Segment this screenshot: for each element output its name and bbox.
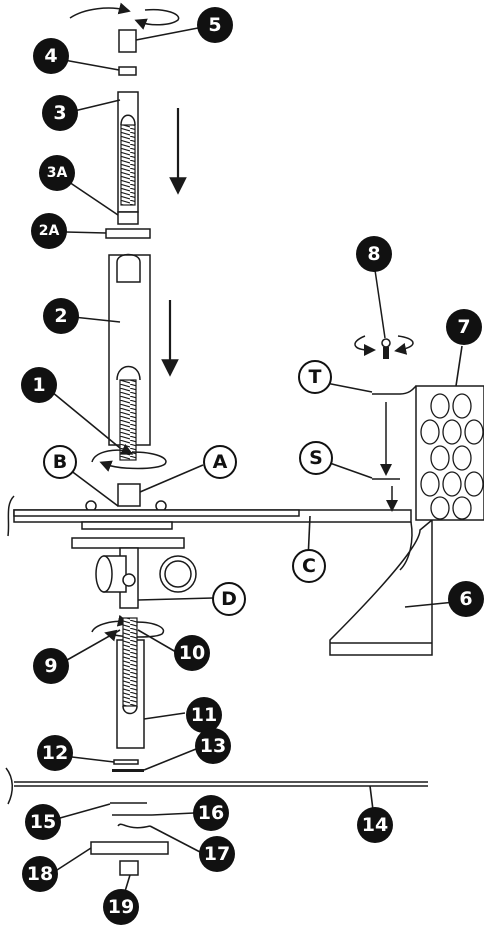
part-2-tube [108,253,151,461]
callout-t: T [298,360,332,394]
part-12-washer [113,759,139,765]
svg-text:13: 13 [200,735,226,757]
svg-text:C: C [302,555,316,577]
svg-text:3A: 3A [47,165,68,181]
svg-text:6: 6 [459,588,472,610]
part-19-foot [119,860,139,876]
svg-text:15: 15 [30,811,56,833]
callout-8: 8 [356,236,392,272]
callout-c: C [292,549,326,583]
svg-text:5: 5 [208,14,221,36]
callout-4: 4 [33,38,69,74]
svg-text:14: 14 [362,814,388,836]
svg-text:8: 8 [367,243,380,265]
svg-text:9: 9 [44,655,57,677]
part-7-spool [415,385,484,521]
callout-5: 5 [197,7,233,43]
callout-b: B [43,445,77,479]
leader-lines [51,27,463,899]
svg-text:T: T [309,366,322,388]
callout-a: A [203,445,237,479]
svg-text:12: 12 [42,742,68,764]
callout-d: D [212,582,246,616]
part-13-washer [112,769,144,772]
svg-text:19: 19 [108,896,134,918]
callout-3a: 3A [39,155,75,191]
svg-text:18: 18 [27,863,53,885]
part-17-clip [117,823,151,829]
part-18-base [90,841,169,855]
part-11-sleeve [116,617,145,749]
callout-14: 14 [357,807,393,843]
callout-6: 6 [448,581,484,617]
svg-text:D: D [221,588,237,610]
svg-text:10: 10 [179,642,205,664]
callout-7: 7 [446,309,482,345]
part-3-sleeve [117,91,139,213]
callout-1: 1 [21,367,57,403]
top-rotation-arrow [69,2,180,30]
callout-19: 19 [103,889,139,925]
svg-text:B: B [53,451,67,473]
callout-15: 15 [25,804,61,840]
callout-17: 17 [199,836,235,872]
tab-t [372,385,417,395]
part-4-washer [118,66,137,76]
svg-text:2A: 2A [39,223,60,239]
pivot-d [95,547,197,609]
part-8-key [354,269,414,359]
rotation-arrow-rod [91,443,167,472]
svg-text:A: A [213,451,228,473]
svg-text:16: 16 [198,802,224,824]
callout-12: 12 [37,735,73,771]
svg-text:4: 4 [44,45,57,67]
svg-text:17: 17 [204,843,230,865]
callout-s: S [299,441,333,475]
callout-2: 2 [43,298,79,334]
callout-18: 18 [22,856,58,892]
part-6-base [329,518,433,656]
callout-2a: 2A [31,213,67,249]
callout-9: 9 [33,648,69,684]
callout-11: 11 [186,697,222,733]
plate-c [7,495,412,549]
part-2a-washer [105,228,151,239]
svg-text:1: 1 [32,374,45,396]
svg-text:11: 11 [191,704,217,726]
svg-text:S: S [309,447,323,469]
callout-3: 3 [42,95,78,131]
svg-text:3: 3 [53,102,66,124]
callout-13: 13 [195,728,231,764]
plate-14 [5,767,428,805]
callout-10: 10 [174,635,210,671]
collar-assembly [85,483,167,512]
part-5-cap [118,29,137,53]
callout-16: 16 [193,795,229,831]
part-3a-nut [117,211,139,225]
svg-text:7: 7 [457,316,470,338]
svg-text:2: 2 [54,305,67,327]
